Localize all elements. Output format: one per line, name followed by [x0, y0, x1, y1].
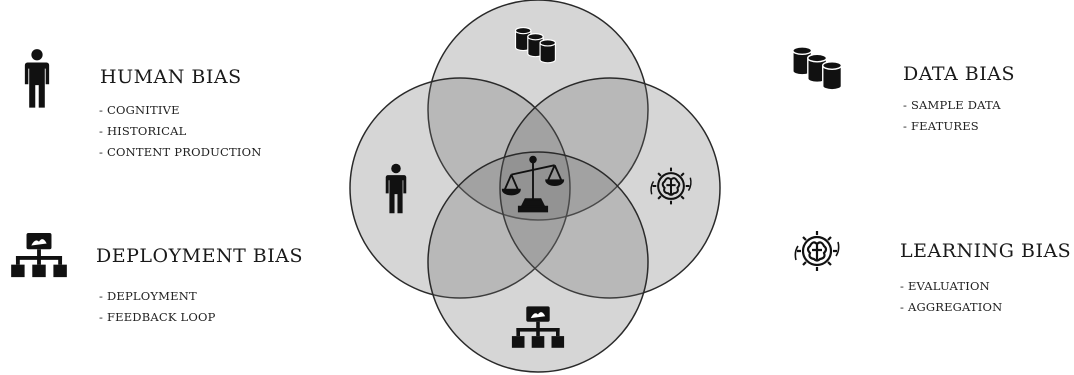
list-item: - FEEDBACK LOOP — [99, 310, 216, 324]
human-bias-items: - COGNITIVE - HISTORICAL - CONTENT PRODU… — [99, 100, 262, 163]
network-hierarchy-icon — [10, 232, 68, 280]
list-item: - FEATURES — [903, 119, 979, 133]
brain-gear-icon — [792, 226, 842, 276]
data-bias-title: DATA BIAS — [903, 63, 1016, 85]
database-cylinders-icon — [790, 45, 848, 101]
deployment-bias-items: - DEPLOYMENT - FEEDBACK LOOP — [99, 286, 216, 328]
list-item: - COGNITIVE — [99, 103, 180, 117]
learning-bias-items: - EVALUATION - AGGREGATION — [900, 276, 1002, 318]
person-icon — [24, 44, 50, 114]
venn-diagram — [349, 0, 721, 373]
venn-circles — [349, 0, 721, 373]
list-item: - CONTENT PRODUCTION — [99, 145, 262, 159]
list-item: - HISTORICAL — [99, 124, 187, 138]
list-item: - AGGREGATION — [900, 300, 1003, 314]
venn-circle-deployment — [427, 151, 649, 373]
list-item: - EVALUATION — [900, 279, 990, 293]
deployment-bias-title: DEPLOYMENT BIAS — [96, 245, 303, 267]
data-bias-items: - SAMPLE DATA - FEATURES — [903, 95, 1001, 137]
list-item: - SAMPLE DATA — [903, 98, 1001, 112]
venn-circle-learning — [499, 77, 721, 299]
learning-bias-title: LEARNING BIAS — [900, 240, 1072, 262]
human-bias-title: HUMAN BIAS — [100, 66, 242, 88]
list-item: - DEPLOYMENT — [99, 289, 197, 303]
